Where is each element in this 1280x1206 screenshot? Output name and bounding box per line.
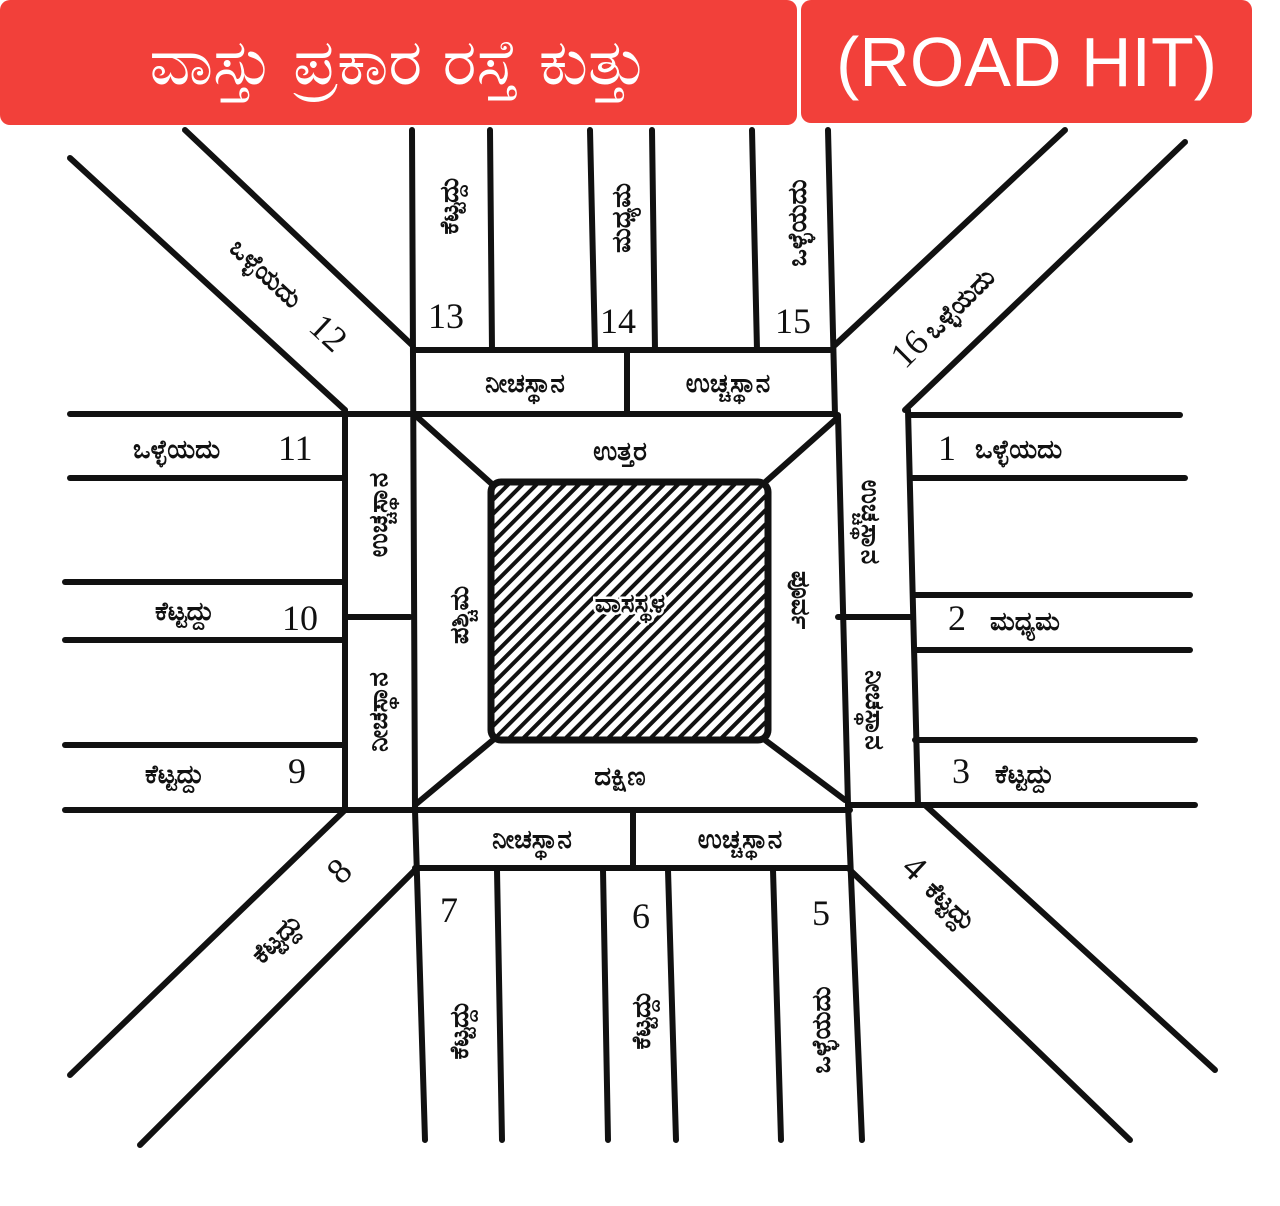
title-english: (ROAD HIT) bbox=[801, 0, 1252, 123]
direction-east: ಪೂರ್ವ bbox=[785, 571, 815, 630]
road-9: ಕೆಟ್ಟದ್ದು 9 bbox=[145, 751, 306, 794]
direction-north: ಉತ್ತರ bbox=[593, 437, 647, 468]
svg-text:ಮಧ್ಯಮ: ಮಧ್ಯಮ bbox=[990, 607, 1060, 641]
zone-left-upper: ಉಚ್ಚಸ್ಥಾನ bbox=[364, 473, 400, 557]
svg-text:10: 10 bbox=[282, 598, 318, 638]
road-12: ಒಳ್ಳೆಯದು12 bbox=[221, 233, 356, 360]
svg-text:4: 4 bbox=[895, 847, 935, 889]
road-8: ಕೆಟ್ಟದ್ದು8 bbox=[246, 850, 360, 973]
svg-text:13: 13 bbox=[428, 296, 464, 336]
svg-text:7: 7 bbox=[440, 890, 458, 930]
road-1: 1 ಒಳ್ಳೆಯದು bbox=[938, 428, 1062, 468]
svg-text:ಕೆಟ್ಟದ್ದು: ಕೆಟ್ಟದ್ದು bbox=[916, 875, 982, 940]
title-kannada: ವಾಸ್ತು ಪ್ರಕಾರ ರಸ್ತೆ ಕುತ್ತು bbox=[0, 0, 797, 125]
svg-text:8: 8 bbox=[319, 850, 360, 891]
svg-text:3: 3 bbox=[952, 751, 970, 791]
svg-text:ಕೆಟ್ಟದ್ದು: ಕೆಟ್ಟದ್ದು bbox=[145, 760, 204, 794]
svg-text:ಒಳ್ಳೆಯದು: ಒಳ್ಳೆಯದು bbox=[807, 986, 840, 1073]
svg-text:ಒಳ್ಳೆಯದು: ಒಳ್ಳೆಯದು bbox=[975, 435, 1062, 468]
direction-west: ಪಶ್ಚಿಮ bbox=[445, 586, 478, 644]
svg-text:ಕೆಟ್ಟದ್ದು: ಕೆಟ್ಟದ್ದು bbox=[445, 1000, 479, 1059]
road-15: 15 ಒಳ್ಳೆಯದು bbox=[775, 179, 816, 341]
zone-top-right: ಉಚ್ಚಸ್ಥಾನ bbox=[686, 369, 770, 405]
svg-text:11: 11 bbox=[278, 428, 313, 468]
svg-text:ಕೆಟ್ಟದ್ದು: ಕೆಟ್ಟದ್ದು bbox=[627, 990, 661, 1049]
svg-text:2: 2 bbox=[948, 598, 966, 638]
svg-text:6: 6 bbox=[632, 896, 650, 936]
road-13: 13 ಕೆಟ್ಟದ್ದು bbox=[428, 175, 469, 336]
road-5: 5 ಒಳ್ಳೆಯದು bbox=[807, 893, 840, 1074]
svg-text:ಕೆಟ್ಟದ್ದು: ಕೆಟ್ಟದ್ದು bbox=[995, 760, 1054, 794]
dwelling-label: ವಾಸಸ್ಥಳ bbox=[595, 589, 665, 624]
zone-right-lower: ನೀಚಸ್ಥಾನ bbox=[853, 670, 889, 750]
svg-text:ಕೆಟ್ಟದ್ದು: ಕೆಟ್ಟದ್ದು bbox=[246, 907, 312, 973]
zone-bottom-left: ನೀಚಸ್ಥಾನ bbox=[492, 825, 572, 861]
road-7: 7 ಕೆಟ್ಟದ್ದು bbox=[440, 890, 479, 1060]
road-3: 3 ಕೆಟ್ಟದ್ದು bbox=[952, 751, 1054, 794]
road-6: 6 ಕೆಟ್ಟದ್ದು bbox=[627, 896, 661, 1050]
road-11: ಒಳ್ಳೆಯದು 11 bbox=[133, 428, 313, 468]
road-lines bbox=[62, 127, 1218, 1148]
svg-text:ಒಳ್ಳೆಯದು: ಒಳ್ಳೆಯದು bbox=[918, 262, 1003, 347]
svg-text:ಮಧ್ಯಮ: ಮಧ್ಯಮ bbox=[607, 183, 641, 253]
road-2: 2 ಮಧ್ಯಮ bbox=[948, 598, 1060, 641]
zone-left-lower: ನೀಚಸ್ಥಾನ bbox=[364, 672, 400, 752]
road-10: ಕೆಟ್ಟದ್ದು 10 bbox=[155, 597, 318, 638]
svg-text:ಕೆಟ್ಟದ್ದು: ಕೆಟ್ಟದ್ದು bbox=[435, 175, 469, 234]
svg-text:5: 5 bbox=[812, 893, 830, 933]
direction-south: ದಕ್ಷಿಣ bbox=[594, 762, 645, 792]
zone-right-upper: ಉಚ್ಚಸ್ಥಾನ bbox=[849, 480, 885, 564]
svg-text:ಒಳ್ಳೆಯದು: ಒಳ್ಳೆಯದು bbox=[783, 179, 816, 266]
svg-text:14: 14 bbox=[600, 301, 636, 341]
svg-text:ಒಳ್ಳೆಯದು: ಒಳ್ಳೆಯದು bbox=[133, 435, 220, 468]
road-14: 14 ಮಧ್ಯಮ bbox=[600, 183, 641, 341]
svg-text:ಒಳ್ಳೆಯದು: ಒಳ್ಳೆಯದು bbox=[221, 233, 307, 316]
svg-text:12: 12 bbox=[302, 306, 356, 360]
svg-text:1: 1 bbox=[938, 428, 956, 468]
zone-bottom-right: ಉಚ್ಚಸ್ಥಾನ bbox=[698, 825, 782, 861]
svg-text:9: 9 bbox=[288, 751, 306, 791]
svg-text:ಕೆಟ್ಟದ್ದು: ಕೆಟ್ಟದ್ದು bbox=[155, 597, 214, 631]
dwelling-plot bbox=[487, 478, 772, 744]
zone-top-left: ನೀಚಸ್ಥಾನ bbox=[485, 369, 565, 405]
svg-text:15: 15 bbox=[775, 301, 811, 341]
